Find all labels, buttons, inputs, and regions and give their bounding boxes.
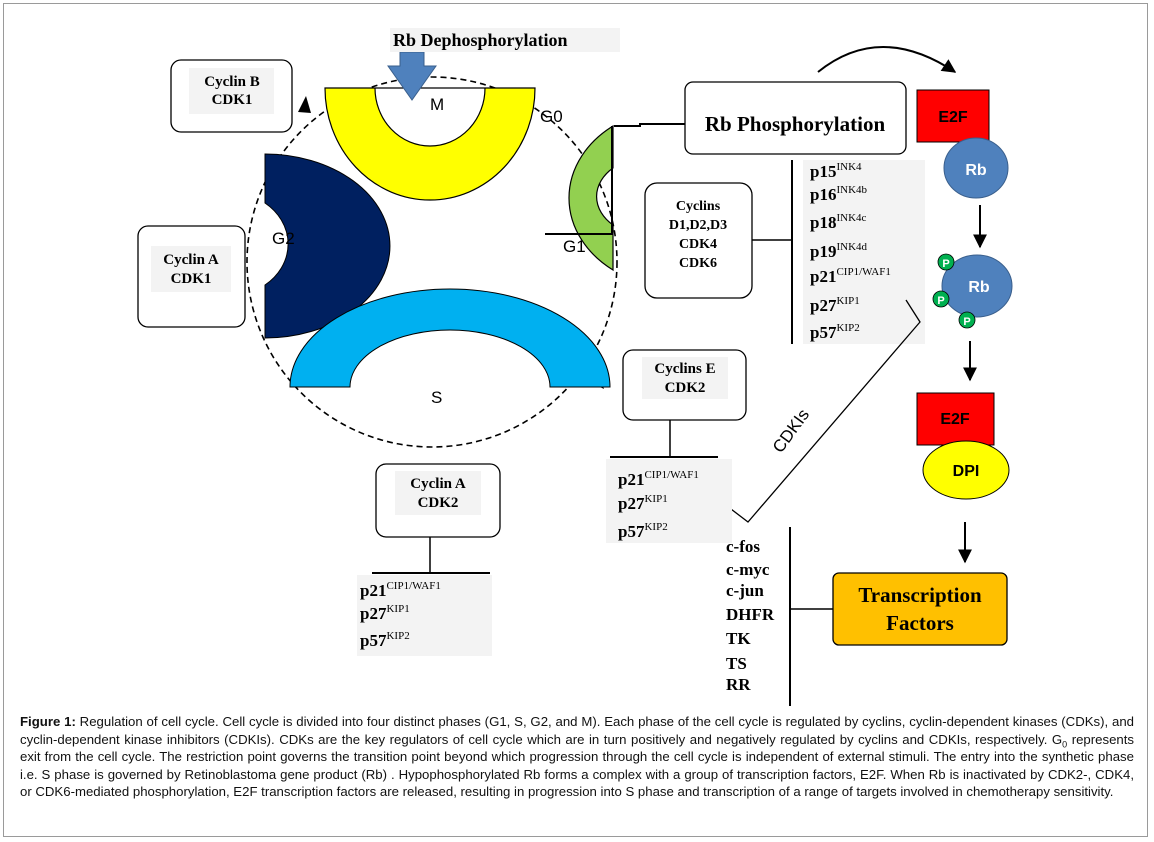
rb-top-label: Rb bbox=[965, 162, 987, 179]
rb-phosphorylated-label: Rb bbox=[968, 279, 990, 296]
inhibitors-a-bg bbox=[357, 575, 492, 656]
svg-text:p57KIP2: p57KIP2 bbox=[810, 322, 860, 342]
phase-s-label: S bbox=[431, 388, 442, 407]
targets-list: c-fos c-myc c-jun DHFR TK TS RR bbox=[726, 537, 775, 694]
phase-g1-label: G1 bbox=[563, 237, 586, 256]
cyclins-e-line1: Cyclins E bbox=[654, 361, 715, 377]
dpi-ellipse bbox=[922, 440, 1010, 500]
svg-text:p27KIP1: p27KIP1 bbox=[360, 603, 410, 623]
cyclin-a-cdk1-line2: CDK1 bbox=[171, 271, 212, 287]
target-tk: TK bbox=[726, 629, 751, 648]
phosphate-marks: P P P bbox=[932, 253, 976, 329]
svg-text:p57KIP2: p57KIP2 bbox=[618, 521, 668, 541]
rb-dephosphorylation-label: Rb Dephosphorylation bbox=[393, 30, 568, 50]
figure-caption: Figure 1: Regulation of cell cycle. Cell… bbox=[20, 713, 1134, 801]
svg-text:p21CIP1/WAF1: p21CIP1/WAF1 bbox=[810, 266, 891, 286]
svg-text:p19INK4d: p19INK4d bbox=[810, 241, 868, 261]
cycle-arrowhead-top bbox=[298, 96, 311, 113]
caption-subscript: 0 bbox=[1062, 739, 1068, 750]
transcription-line2: Factors bbox=[886, 611, 954, 635]
rb-top-circle bbox=[943, 137, 1009, 199]
rb-phosphorylation-box bbox=[684, 81, 907, 155]
target-ts: TS bbox=[726, 654, 747, 673]
svg-text:p15INK4: p15INK4 bbox=[810, 161, 862, 181]
caption-text-1: Regulation of cell cycle. Cell cycle is … bbox=[20, 714, 1134, 747]
e2f-top-label: E2F bbox=[938, 109, 968, 126]
cyclin-b-line1: Cyclin B bbox=[204, 74, 259, 90]
cdkis-label: CDKIs bbox=[769, 405, 813, 456]
dpi-label: DPI bbox=[953, 463, 980, 480]
svg-text:p27KIP1: p27KIP1 bbox=[618, 493, 668, 513]
cyclin-b-line2: CDK1 bbox=[212, 92, 253, 108]
inhibitors-e-list: p21CIP1/WAF1 p27KIP1 p57KIP2 bbox=[618, 469, 699, 541]
target-rr: RR bbox=[726, 675, 751, 694]
phase-m-label: M bbox=[430, 95, 444, 114]
cyclin-a-cdk1-line1: Cyclin A bbox=[163, 252, 219, 268]
phosphate-2-icon bbox=[932, 290, 950, 308]
dephosphorylation-arrow bbox=[387, 51, 437, 101]
svg-text:P: P bbox=[937, 295, 944, 307]
cycle-dashed-circle bbox=[246, 76, 618, 448]
e2f-bottom-label: E2F bbox=[940, 411, 970, 428]
rb-phosphorylation-label: Rb Phosphorylation bbox=[705, 112, 886, 136]
e2f-bottom-box bbox=[916, 392, 995, 446]
target-c-jun: c-jun bbox=[726, 581, 764, 600]
phase-s-shape bbox=[289, 288, 611, 388]
transcription-line1: Transcription bbox=[858, 583, 982, 607]
curved-release-arrow bbox=[817, 46, 957, 73]
phosphate-3-icon bbox=[958, 311, 976, 329]
svg-text:P: P bbox=[942, 258, 949, 270]
cyclins-d-line2: D1,D2,D3 bbox=[669, 218, 727, 233]
cyclin-a-cdk2-line2: CDK2 bbox=[418, 495, 459, 511]
g1-connector bbox=[545, 126, 613, 235]
inhibitors-a-list: p21CIP1/WAF1 p27KIP1 p57KIP2 bbox=[360, 580, 441, 650]
inhibitors-e-bg bbox=[606, 459, 732, 543]
target-c-fos: c-fos bbox=[726, 537, 760, 556]
svg-text:p21CIP1/WAF1: p21CIP1/WAF1 bbox=[618, 469, 699, 489]
phosphate-1-icon bbox=[937, 253, 955, 271]
svg-text:p27KIP1: p27KIP1 bbox=[810, 295, 860, 315]
inhibitors-g1-bg bbox=[803, 160, 925, 344]
target-c-myc: c-myc bbox=[726, 560, 770, 579]
rb-phosphorylated-circle bbox=[941, 254, 1013, 318]
g0-connector bbox=[614, 123, 685, 127]
svg-text:P: P bbox=[963, 316, 970, 328]
svg-text:p57KIP2: p57KIP2 bbox=[360, 630, 410, 650]
inhibitors-g1-list: p15INK4 p16INK4b p18INK4c p19INK4d p21CI… bbox=[810, 161, 891, 342]
cyclins-d-line3: CDK4 bbox=[679, 237, 717, 252]
target-dhfr: DHFR bbox=[726, 605, 775, 624]
cyclin-a-cdk2-line1: Cyclin A bbox=[410, 476, 466, 492]
cyclins-d-line4: CDK6 bbox=[679, 256, 717, 271]
phase-g2-label: G2 bbox=[272, 229, 295, 248]
caption-text-2: represents exit from the cell cycle. The… bbox=[20, 731, 1134, 800]
svg-text:p18INK4c: p18INK4c bbox=[810, 212, 867, 232]
caption-label: Figure 1: bbox=[20, 714, 76, 729]
cyclins-d-line1: Cyclins bbox=[676, 199, 721, 214]
phase-m-shape bbox=[324, 87, 536, 201]
phase-g0-label: G0 bbox=[540, 107, 563, 126]
svg-text:p16INK4b: p16INK4b bbox=[810, 184, 868, 204]
title-top-bg bbox=[390, 28, 620, 52]
cyclins-e-line2: CDK2 bbox=[665, 380, 706, 396]
e2f-top-box bbox=[916, 89, 990, 143]
svg-text:p21CIP1/WAF1: p21CIP1/WAF1 bbox=[360, 580, 441, 600]
